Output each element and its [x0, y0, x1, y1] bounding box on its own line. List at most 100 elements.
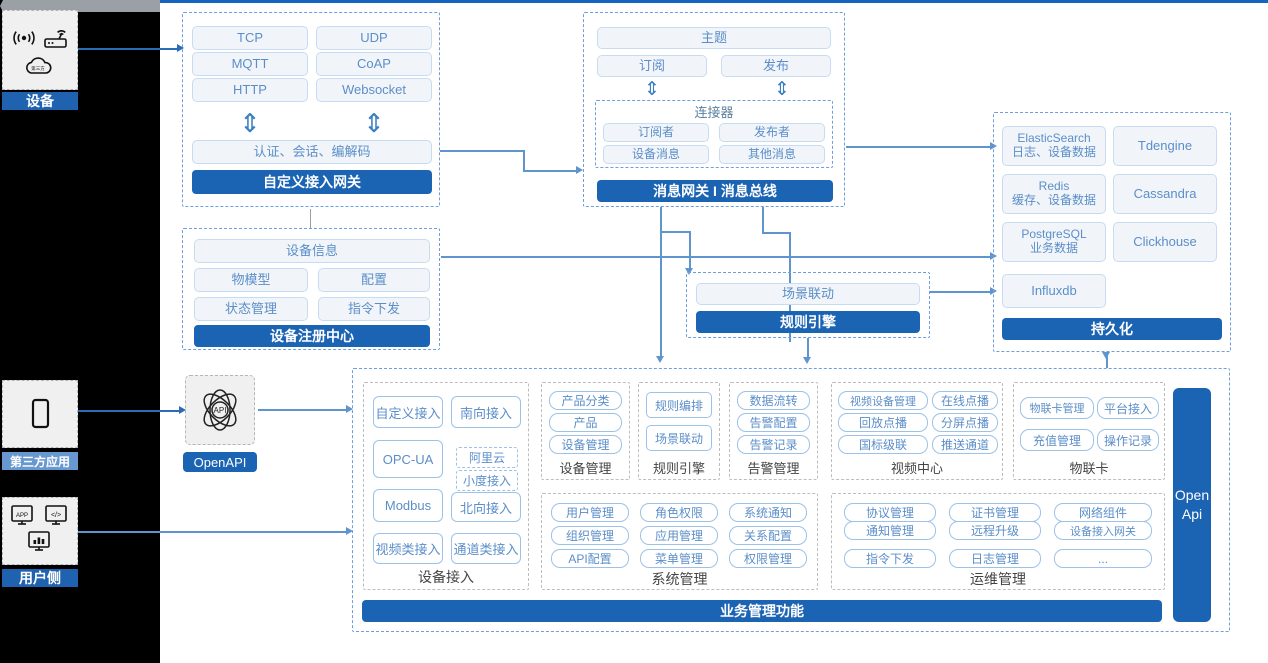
access-xiaodu[interactable]: 小度接入 [456, 470, 518, 491]
registry-bar[interactable]: 设备注册中心 [194, 325, 430, 347]
bus-subscribe[interactable]: 订阅 [597, 55, 707, 77]
gateway-middle[interactable]: 认证、会话、编解码 [192, 140, 432, 164]
ops-more[interactable]: ... [1054, 549, 1152, 568]
group-system-management [541, 493, 818, 590]
registry-cell-3[interactable]: 指令下发 [318, 297, 430, 321]
store-redis[interactable]: Redis 缓存、设备数据 [1002, 174, 1106, 214]
alarm-config[interactable]: 告警配置 [737, 413, 810, 432]
bus-rule-v2 [689, 231, 691, 271]
registry-head[interactable]: 设备信息 [194, 239, 430, 263]
protocol-websocket[interactable]: Websocket [316, 78, 432, 102]
ops-command-dispatch[interactable]: 指令下发 [844, 549, 936, 568]
sys-menu-management[interactable]: 菜单管理 [640, 549, 718, 568]
access-custom[interactable]: 自定义接入 [373, 396, 443, 428]
registry-cell-1[interactable]: 配置 [318, 268, 430, 292]
bus-rule-arrow [685, 268, 693, 275]
connector-cell-1[interactable]: 发布者 [719, 123, 825, 142]
access-southbound[interactable]: 南向接入 [451, 396, 521, 428]
store-name: Redis [1038, 179, 1070, 194]
ops-network-component[interactable]: 网络组件 [1054, 503, 1152, 522]
store-name: PostgreSQL [1021, 227, 1087, 242]
connector-cell-3[interactable]: 其他消息 [719, 145, 825, 164]
protocol-http[interactable]: HTTP [192, 78, 308, 102]
protocol-coap[interactable]: CoAP [316, 52, 432, 76]
bus-topic[interactable]: 主题 [597, 27, 831, 49]
rulegrp-scene[interactable]: 场景联动 [646, 425, 712, 451]
sys-api-config[interactable]: API配置 [551, 549, 629, 568]
rulegrp-orchestration[interactable]: 规则编排 [646, 392, 712, 418]
video-live-vod[interactable]: 在线点播 [932, 391, 998, 410]
ops-log-management[interactable]: 日志管理 [949, 549, 1041, 568]
bus-publish[interactable]: 发布 [721, 55, 831, 77]
store-influxdb[interactable]: Influxdb [1002, 274, 1106, 308]
iotcard-operation-log[interactable]: 操作记录 [1097, 429, 1159, 451]
sys-app-management[interactable]: 应用管理 [640, 526, 718, 545]
access-channel[interactable]: 通道类接入 [451, 533, 521, 564]
ops-cert-management[interactable]: 证书管理 [949, 503, 1041, 522]
device-icons-group: 第三方 [13, 30, 67, 74]
ops-device-access-gateway[interactable]: 设备接入网关 [1054, 521, 1152, 540]
gw-bus-seg2 [523, 150, 525, 172]
registry-cell-0[interactable]: 物模型 [194, 268, 308, 292]
store-clickhouse[interactable]: Clickhouse [1113, 222, 1217, 262]
thirdparty-openapi-line [78, 410, 180, 413]
rail-card-user-side: APP </> [2, 497, 78, 565]
store-tdengine[interactable]: Tdengine [1113, 126, 1217, 166]
protocol-udp[interactable]: UDP [316, 26, 432, 50]
devmgmt-product-category[interactable]: 产品分类 [549, 391, 622, 410]
video-playback[interactable]: 回放点播 [838, 413, 928, 432]
store-cassandra[interactable]: Cassandra [1113, 174, 1217, 214]
iotcard-recharge[interactable]: 充值管理 [1020, 429, 1094, 451]
ops-protocol-management[interactable]: 协议管理 [844, 503, 936, 522]
rail-card-device: 第三方 [2, 10, 78, 90]
connector-cell-2[interactable]: 设备消息 [603, 145, 709, 164]
alarm-record[interactable]: 告警记录 [737, 435, 810, 454]
group-label-video-center: 视频中心 [890, 460, 943, 476]
rule-engine-bar[interactable]: 规则引擎 [696, 311, 920, 333]
video-gb-cascade[interactable]: 国标级联 [838, 435, 928, 454]
video-device-management[interactable]: 视频设备管理 [838, 391, 928, 410]
registry-cell-2[interactable]: 状态管理 [194, 297, 308, 321]
sys-notification[interactable]: 系统通知 [729, 503, 807, 522]
alarm-data-flow[interactable]: 数据流转 [737, 391, 810, 410]
gateway-bar[interactable]: 自定义接入网关 [192, 170, 432, 194]
access-aliyun[interactable]: 阿里云 [456, 447, 518, 468]
persistence-bar[interactable]: 持久化 [1002, 318, 1222, 340]
access-modbus[interactable]: Modbus [373, 489, 443, 522]
access-opcua[interactable]: OPC-UA [373, 440, 443, 478]
access-video[interactable]: 视频类接入 [373, 533, 443, 564]
devmgmt-product[interactable]: 产品 [549, 413, 622, 432]
message-bus-bar[interactable]: 消息网关 I 消息总线 [597, 180, 833, 202]
video-split-screen[interactable]: 分屏点播 [932, 413, 998, 432]
ops-notify-management[interactable]: 通知管理 [844, 521, 936, 540]
openapi-tag[interactable]: OpenAPI [183, 452, 257, 472]
iotcard-management[interactable]: 物联卡管理 [1020, 397, 1094, 419]
iotcard-platform-access[interactable]: 平台接入 [1097, 397, 1159, 419]
arrow-device-to-gateway-head [177, 44, 184, 52]
devmgmt-device[interactable]: 设备管理 [549, 435, 622, 454]
business-bar[interactable]: 业务管理功能 [362, 600, 1162, 622]
store-postgresql[interactable]: PostgreSQL 业务数据 [1002, 222, 1106, 262]
thirdparty-openapi-arrow [179, 406, 186, 414]
sys-user-management[interactable]: 用户管理 [551, 503, 629, 522]
bus-right-double-arrow-icon: ⇕ [774, 77, 790, 100]
connector-cell-0[interactable]: 订阅者 [603, 123, 709, 142]
sys-relation-config[interactable]: 关系配置 [729, 526, 807, 545]
sys-org-management[interactable]: 组织管理 [551, 526, 629, 545]
gateway-group [182, 12, 440, 207]
store-elasticsearch[interactable]: ElasticSearch 日志、设备数据 [1002, 126, 1106, 166]
persistence-group [993, 112, 1231, 352]
open-api-vertical-bar[interactable]: Open Api [1173, 388, 1211, 622]
rule-scene[interactable]: 场景联动 [696, 283, 920, 305]
rail-card-third-party [2, 380, 78, 448]
video-push-channel[interactable]: 推送通道 [932, 435, 998, 454]
cloud-icon: 第三方 [26, 57, 52, 74]
protocol-tcp[interactable]: TCP [192, 26, 308, 50]
sys-permission-management[interactable]: 权限管理 [729, 549, 807, 568]
protocol-mqtt[interactable]: MQTT [192, 52, 308, 76]
top-accent-line [160, 0, 1268, 3]
sys-role-permission[interactable]: 角色权限 [640, 503, 718, 522]
access-northbound[interactable]: 北向接入 [451, 492, 521, 522]
ops-remote-upgrade[interactable]: 远程升级 [949, 521, 1041, 540]
